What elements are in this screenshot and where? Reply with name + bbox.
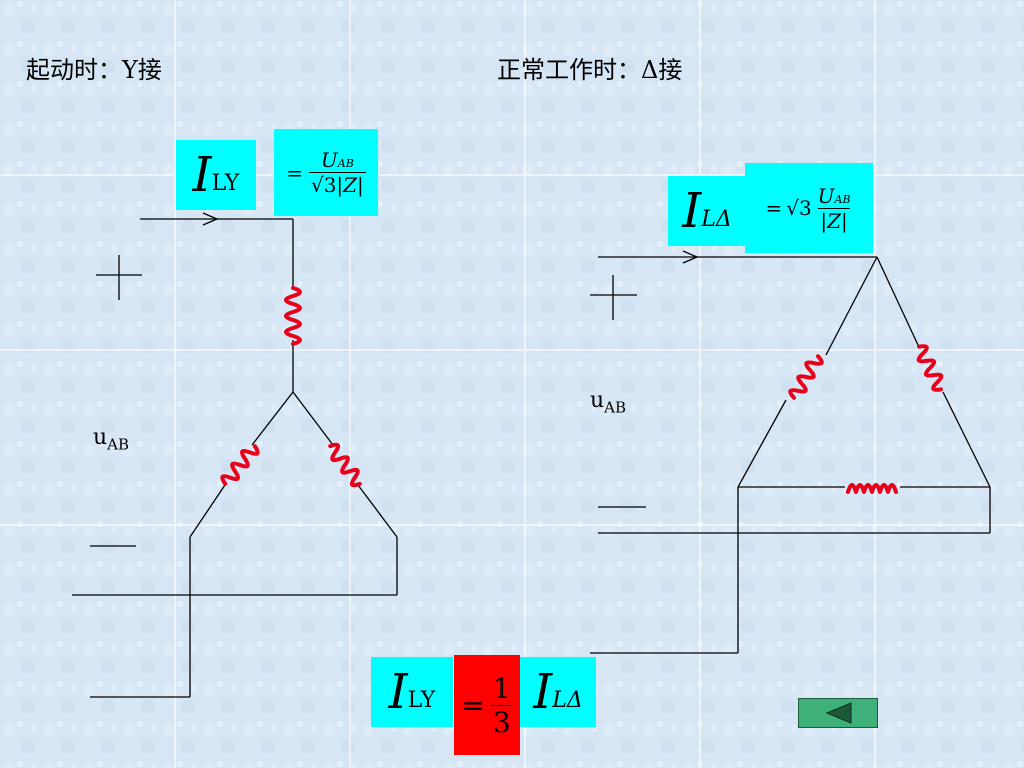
star-voltage-label: uAB: [93, 425, 130, 454]
title-delta-normal: 正常工作时：Δ接: [497, 56, 683, 84]
star-coil-right-icon: [328, 442, 362, 488]
delta-coil-left-icon: [788, 354, 824, 400]
delta-coil-right-icon: [916, 344, 944, 392]
relation-ratio: = 1 3: [454, 655, 520, 755]
title-star-start: 起动时：Y接: [26, 56, 162, 84]
star-circuit: [72, 212, 398, 698]
back-nav-button[interactable]: [798, 698, 878, 728]
star-coil-left-icon: [220, 444, 260, 486]
triangle-left-icon: [825, 702, 852, 724]
delta-current-formula: = √3 UAB |Z|: [745, 163, 873, 253]
star-current-formula: = UAB √3|Z|: [274, 129, 378, 216]
star-coil-top-icon: [284, 286, 302, 346]
delta-coil-bottom-icon: [846, 483, 898, 494]
delta-voltage-label: uAB: [590, 388, 627, 417]
delta-circuit: [590, 250, 991, 654]
